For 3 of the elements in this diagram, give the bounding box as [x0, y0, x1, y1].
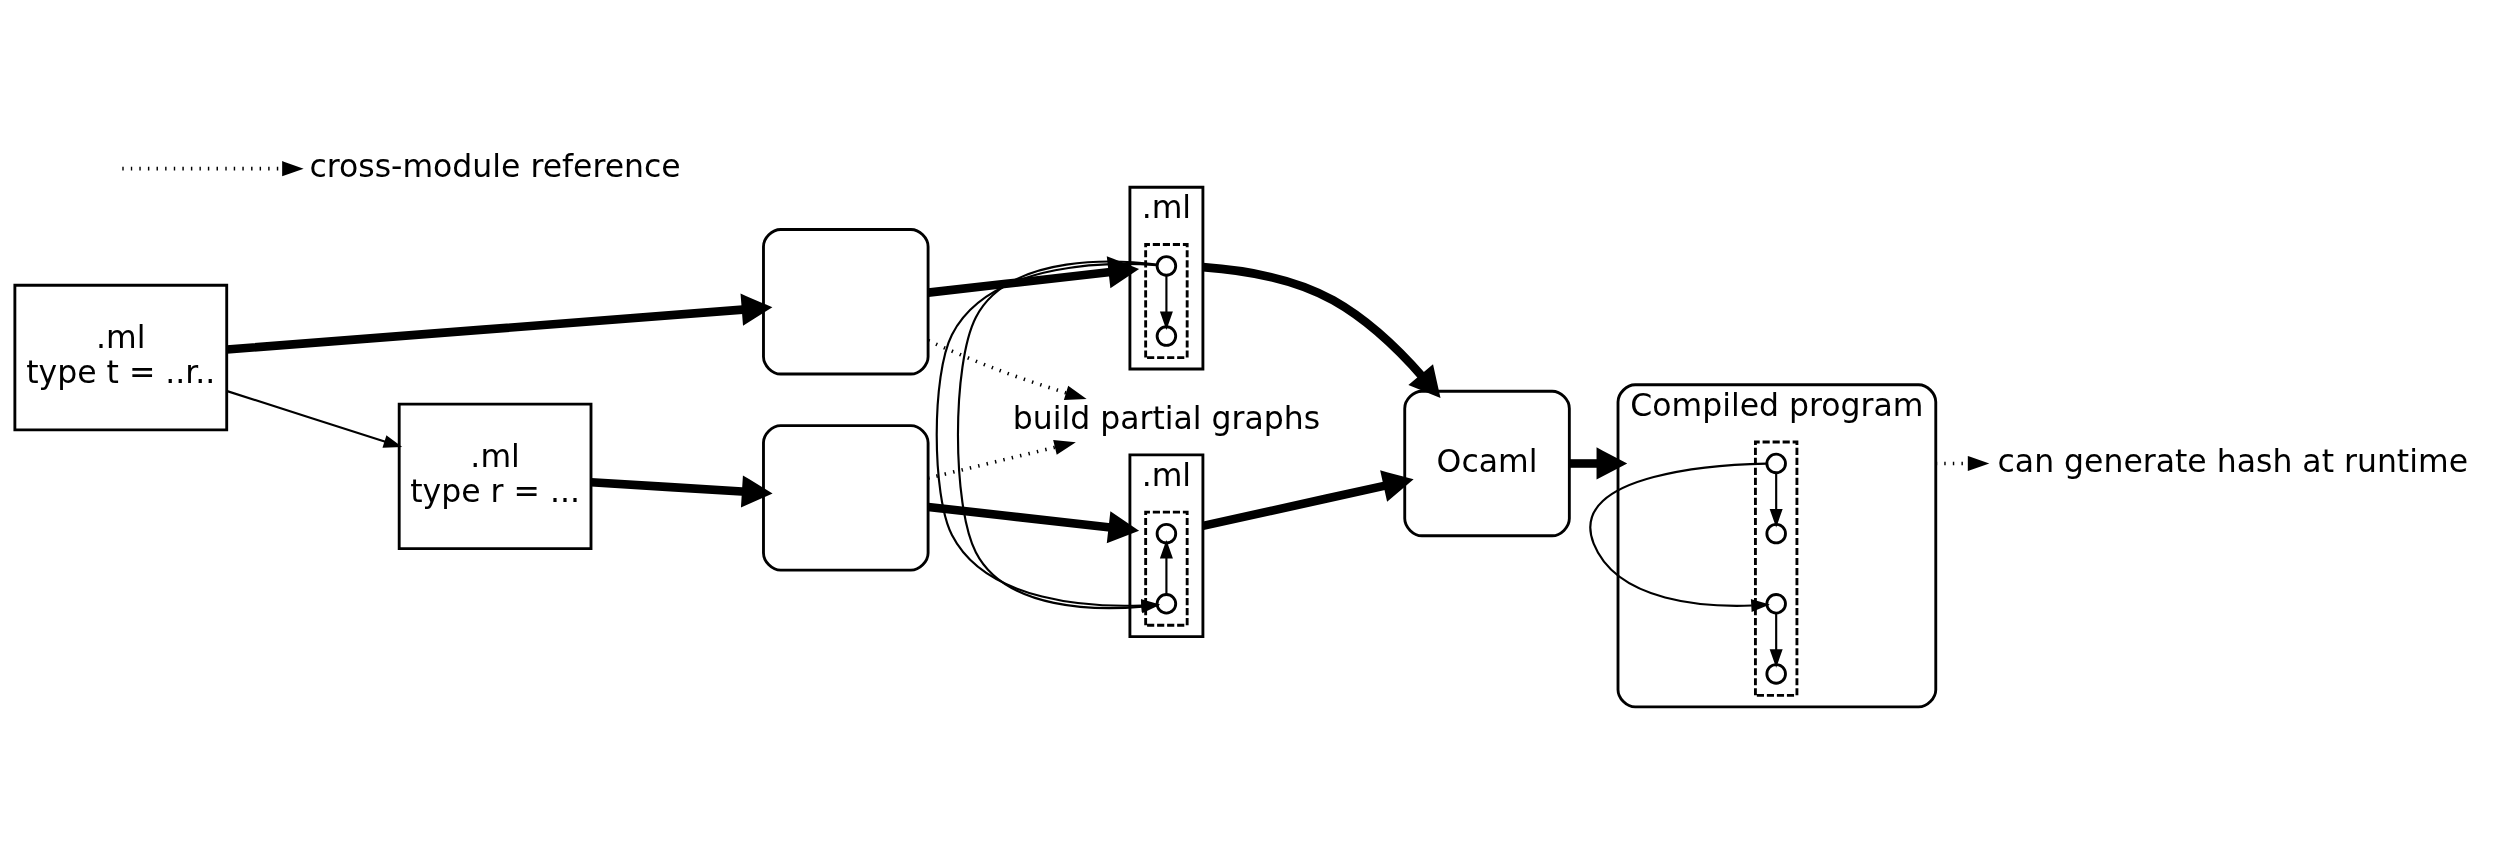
node-text: cross-module reference [309, 147, 681, 184]
node-text: can generate hash at runtime [1997, 442, 2469, 479]
node-text: build partial graphs [1012, 399, 1321, 436]
